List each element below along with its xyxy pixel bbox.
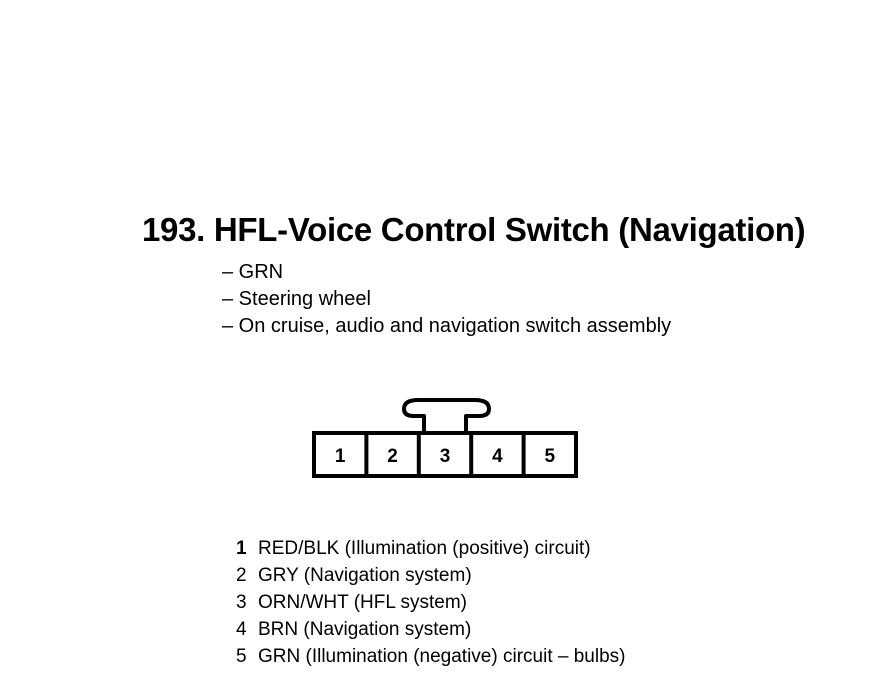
cavity-number: 1 — [335, 446, 346, 467]
pinout-row: 5 GRN (Illumination (negative) circuit – … — [232, 643, 625, 670]
pinout-row: 2 GRY (Navigation system) — [232, 562, 625, 589]
component-title: 193. HFL-Voice Control Switch (Navigatio… — [142, 211, 806, 248]
pin-description: RED/BLK (Illumination (positive) circuit… — [258, 538, 591, 559]
cavity-number: 4 — [492, 446, 503, 467]
pin-number: 3 — [236, 592, 247, 613]
connector-housing — [312, 431, 578, 478]
pin-description: ORN/WHT (HFL system) — [258, 592, 467, 613]
pinout-row: 3 ORN/WHT (HFL system) — [232, 589, 625, 616]
note-color: – GRN — [222, 261, 284, 283]
pin-number: 4 — [236, 619, 247, 640]
connector-diagram: 1 2 3 4 5 — [312, 398, 578, 478]
pinout-row: 4 BRN (Navigation system) — [232, 616, 625, 643]
note-location: – Steering wheel — [222, 288, 371, 310]
pin-description: BRN (Navigation system) — [258, 619, 472, 640]
cavity-number: 3 — [440, 446, 451, 467]
pin-description: GRN (Illumination (negative) circuit – b… — [258, 646, 626, 667]
cavity-number: 5 — [545, 446, 556, 467]
pinout-row: 1 RED/BLK (Illumination (positive) circui… — [232, 535, 625, 562]
note-assembly: – On cruise, audio and navigation switch… — [222, 315, 672, 337]
pin-description: GRY (Navigation system) — [258, 565, 472, 586]
pin-number: 1 — [236, 538, 247, 559]
pin-number: 2 — [236, 565, 247, 586]
cavity-number: 2 — [387, 446, 398, 467]
connector-lock-tab — [402, 398, 491, 433]
component-notes: – GRN – Steering wheel – On cruise, audi… — [222, 259, 671, 340]
pin-number: 5 — [236, 646, 247, 667]
pinout-list: 1 RED/BLK (Illumination (positive) circui… — [232, 535, 625, 670]
